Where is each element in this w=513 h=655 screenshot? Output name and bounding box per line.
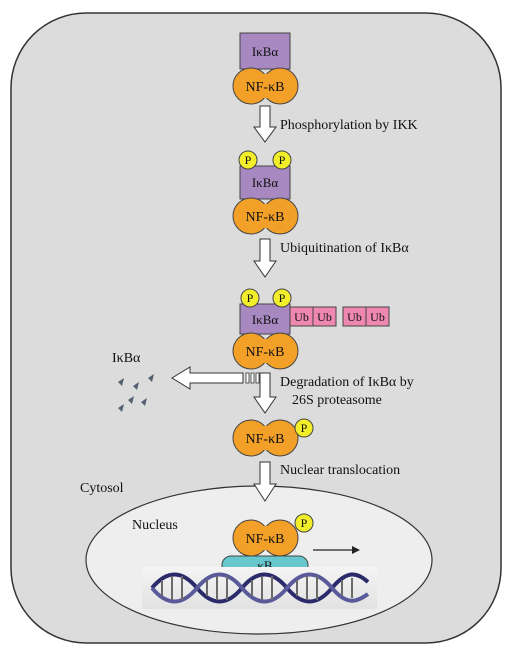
ub-label: Ub <box>347 310 362 324</box>
step-degradation-label-line1: Degradation of IκBα by <box>280 375 414 390</box>
dna-helix-icon <box>142 567 377 609</box>
ub-label: Ub <box>370 310 385 324</box>
phospho-label: P <box>245 153 252 167</box>
nfkb-label: NF-κB <box>246 432 285 447</box>
phospho-group <box>294 418 314 438</box>
phospho-label: P <box>301 516 308 530</box>
phospho-group <box>240 288 260 308</box>
nfkb-nuclear: NF-κB P <box>232 513 314 557</box>
released-ikba-label: IκBα <box>112 351 141 366</box>
ubiquitin-chain-2: Ub Ub <box>342 306 390 327</box>
ikba-label: IκBα <box>252 44 279 59</box>
arrow-step-4 <box>253 461 277 502</box>
ubiquitin-chain-1: Ub Ub <box>289 306 337 327</box>
transcription-arrow-icon <box>313 546 360 554</box>
nfkb-label: NF-κB <box>246 210 285 225</box>
ikba-fragments <box>118 374 154 412</box>
phospho-label: P <box>279 153 286 167</box>
nfkb-label: NF-κB <box>246 532 285 547</box>
nfkb-label: NF-κB <box>246 345 285 360</box>
arrow-step-1 <box>253 105 277 143</box>
complex-phosphorylated: IκBα NF-κB P P <box>232 150 299 235</box>
cytosol-label: Cytosol <box>80 481 124 496</box>
complex-ubiquitinated: IκBα NF-κB P P Ub Ub Ub Ub <box>232 288 390 370</box>
phospho-label: P <box>301 421 308 435</box>
phospho-group <box>294 513 314 533</box>
phospho-label: P <box>279 291 286 305</box>
complex-inactive: IκBα NF-κB <box>232 32 299 105</box>
phospho-label: P <box>247 291 254 305</box>
step-ubiquitination-label: Ubiquitination of IκBα <box>280 241 409 256</box>
ub-label: Ub <box>317 310 332 324</box>
step-phosphorylation-label: Phosphorylation by IKK <box>280 118 418 133</box>
phospho-group <box>272 288 292 308</box>
ikba-label: IκBα <box>252 175 279 190</box>
arrow-step-2 <box>253 238 277 278</box>
phospho-group <box>272 150 292 170</box>
nfkb-free: NF-κB P <box>232 418 314 457</box>
ub-label: Ub <box>294 310 309 324</box>
step-degradation-label-line2: 26S proteasome <box>292 393 382 408</box>
arrow-step-3 <box>253 372 277 414</box>
step-translocation-label: Nuclear translocation <box>280 463 400 478</box>
nucleus-label: Nucleus <box>132 518 178 533</box>
degradation-arrow-left <box>171 366 260 390</box>
ikba-protein <box>239 32 291 70</box>
nfkb-label: NF-κB <box>246 80 285 95</box>
phospho-group <box>238 150 258 170</box>
ikba-label: IκBα <box>252 312 279 327</box>
